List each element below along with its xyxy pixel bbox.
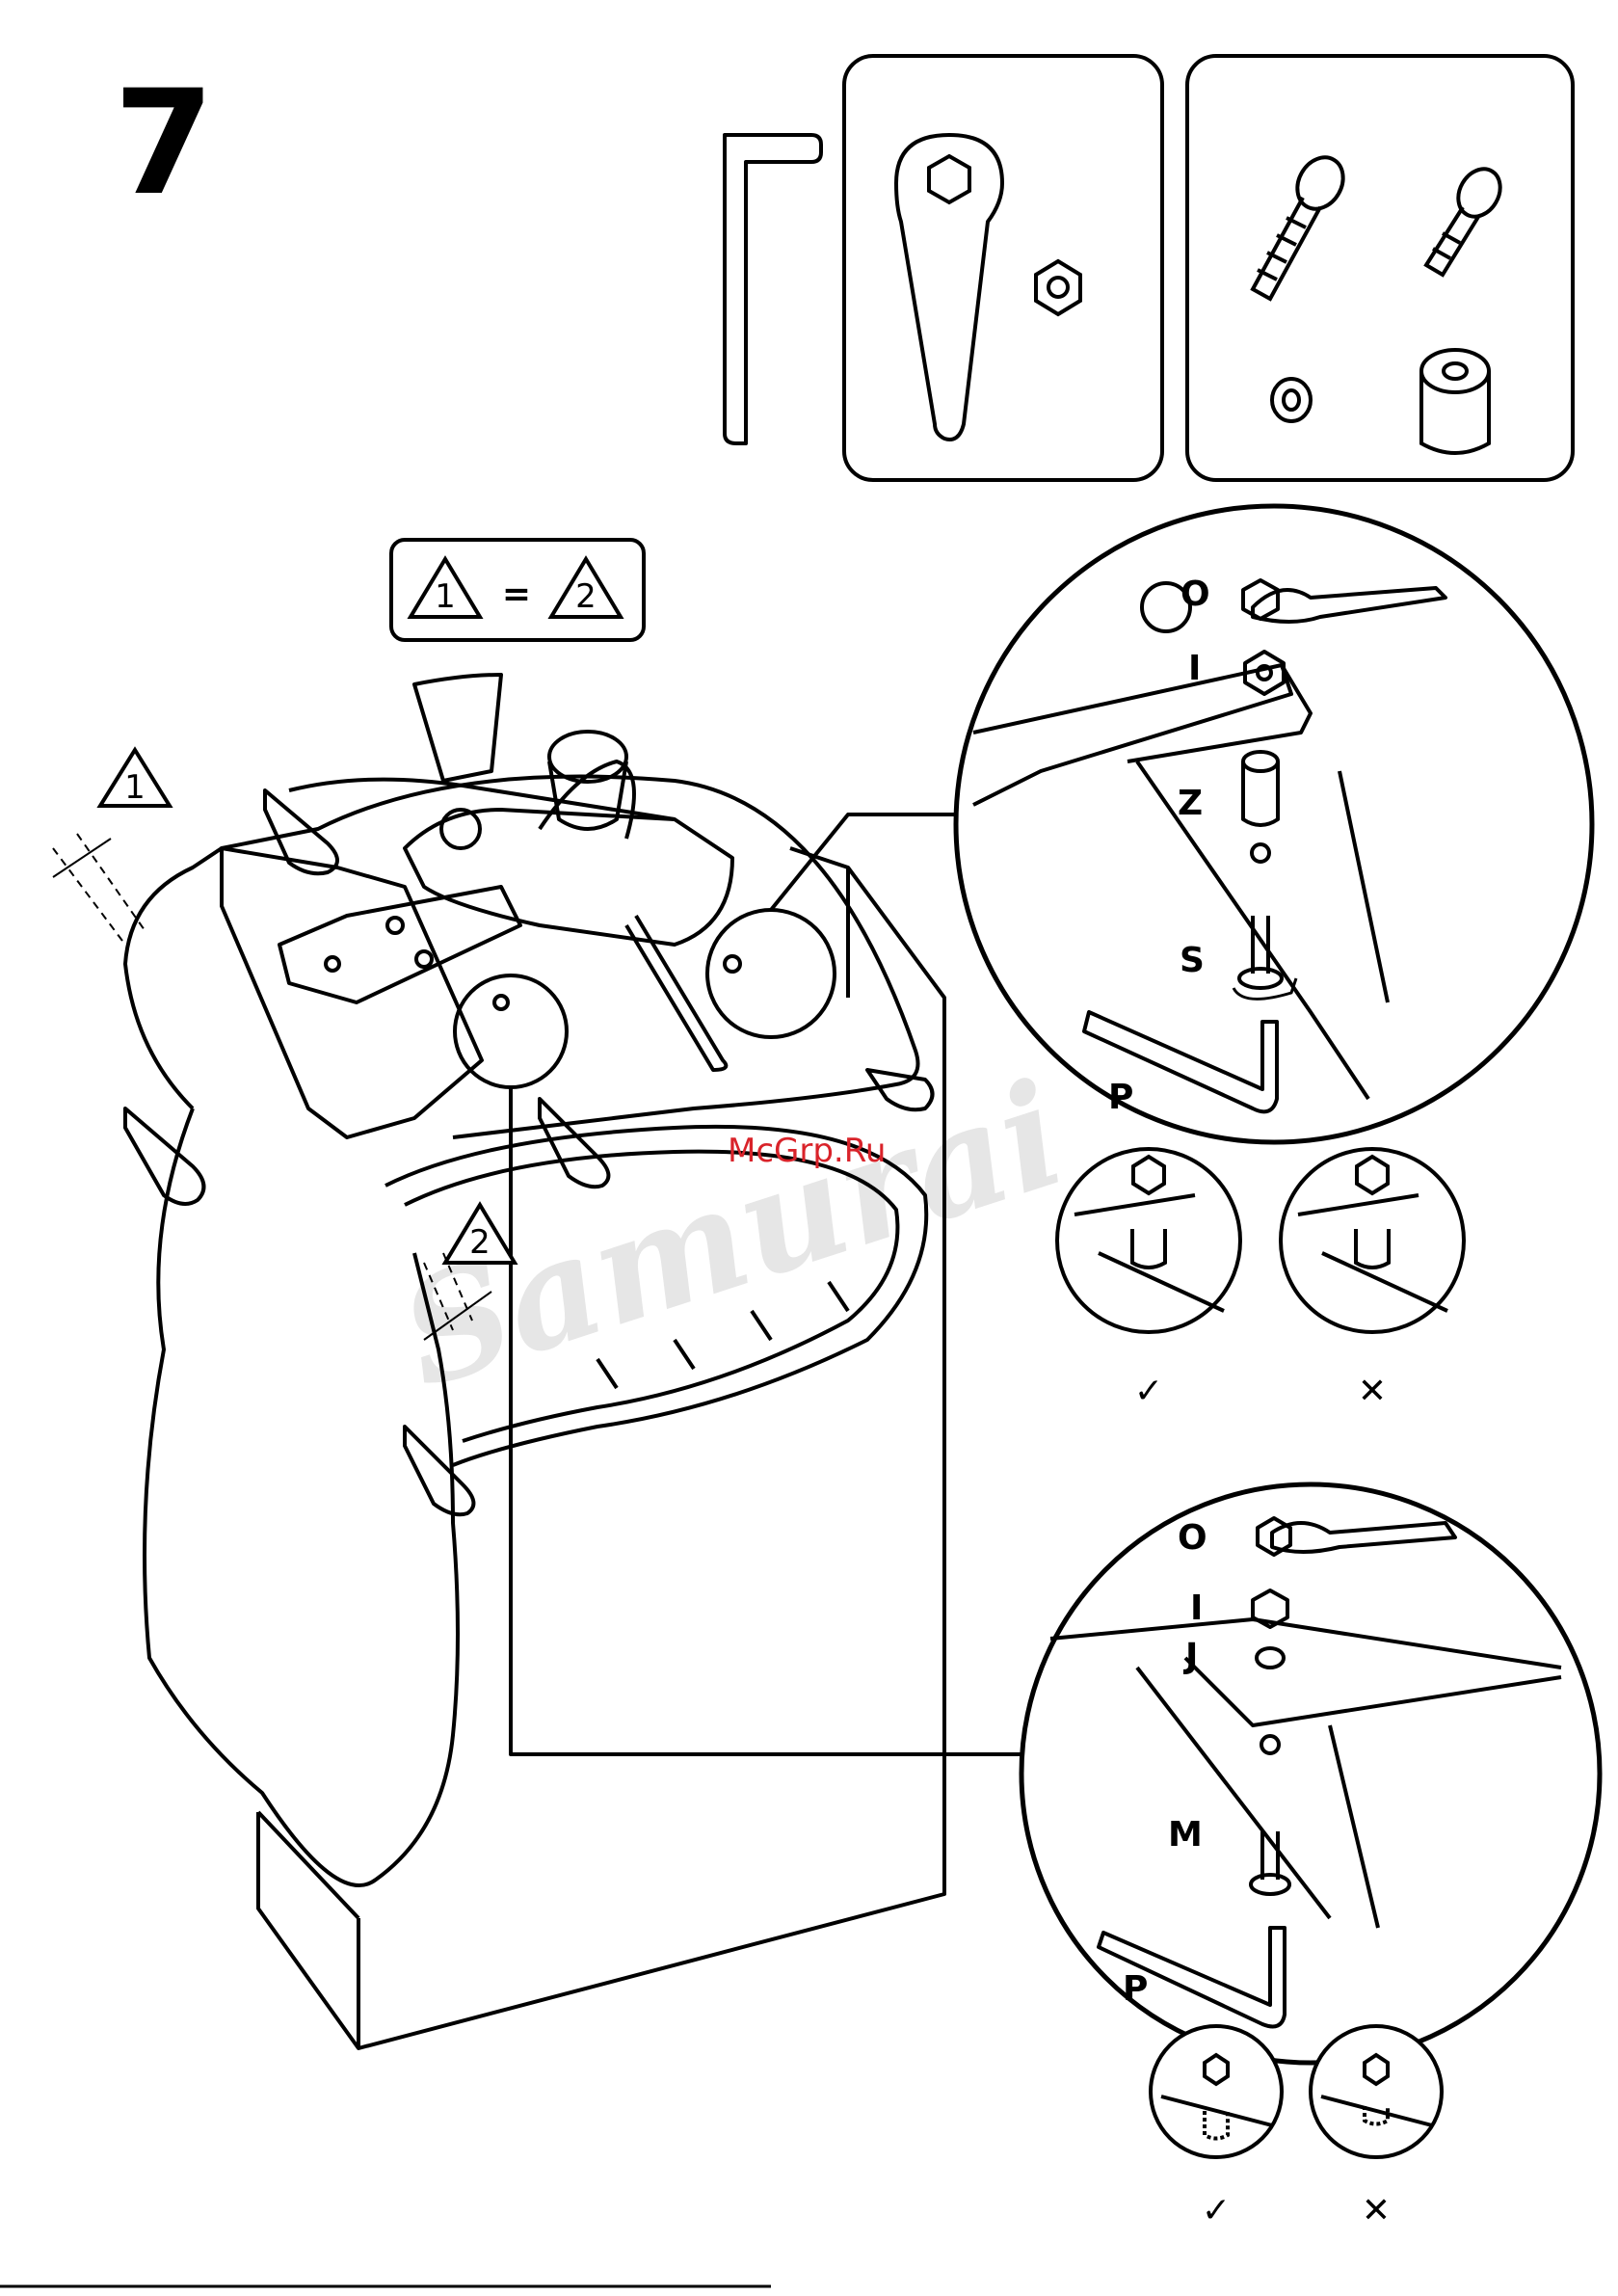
- label-m-bottom: M: [1168, 1815, 1203, 1855]
- detail-top: O I Z S P: [956, 506, 1592, 1142]
- wrench-icon: [896, 135, 1002, 440]
- equality-note: 1 = 2: [391, 540, 644, 640]
- hex-nut-icon: [1036, 261, 1080, 314]
- detail-bottom: O I J M P: [1021, 1484, 1600, 2063]
- step-number: 7: [114, 60, 214, 227]
- equality-left-number: 1: [435, 577, 456, 616]
- top-wrong-mark: ✕: [1358, 1372, 1387, 1411]
- long-bolt-icon: [1253, 149, 1352, 299]
- label-j-bottom: J: [1182, 1637, 1198, 1676]
- equality-right-number: 2: [575, 577, 597, 616]
- bottom-correct-mark: ✓: [1202, 2191, 1231, 2230]
- label-z: Z: [1178, 784, 1203, 823]
- label-o-bottom: O: [1178, 1518, 1207, 1558]
- hardware-box: [1187, 56, 1573, 480]
- label-i: I: [1188, 649, 1201, 688]
- equality-sign: =: [502, 574, 531, 614]
- tool-box-wrench: [844, 56, 1162, 480]
- marker-1-number: 1: [124, 768, 146, 807]
- bottom-wrong-mark: ✕: [1362, 2191, 1391, 2230]
- marker-1: 1: [53, 750, 170, 945]
- marker-2-number: 2: [469, 1223, 491, 1262]
- top-correct-mark: ✓: [1134, 1372, 1163, 1411]
- spring-washer-icon: [1272, 379, 1311, 421]
- label-i-bottom: I: [1190, 1589, 1203, 1628]
- label-s: S: [1180, 941, 1205, 980]
- allen-key-icon: [725, 135, 821, 443]
- label-o: O: [1180, 574, 1210, 614]
- spacer-icon: [1421, 350, 1489, 453]
- watermark-site: McGrp.Ru: [728, 1132, 886, 1170]
- bottom-correct-example: [1151, 2026, 1282, 2157]
- top-correct-example: [1057, 1149, 1240, 1332]
- label-p-bottom: P: [1123, 1969, 1148, 2009]
- label-p: P: [1108, 1078, 1133, 1117]
- top-wrong-example: [1281, 1149, 1464, 1332]
- short-bolt-icon: [1426, 161, 1508, 275]
- bottom-wrong-example: [1311, 2026, 1442, 2157]
